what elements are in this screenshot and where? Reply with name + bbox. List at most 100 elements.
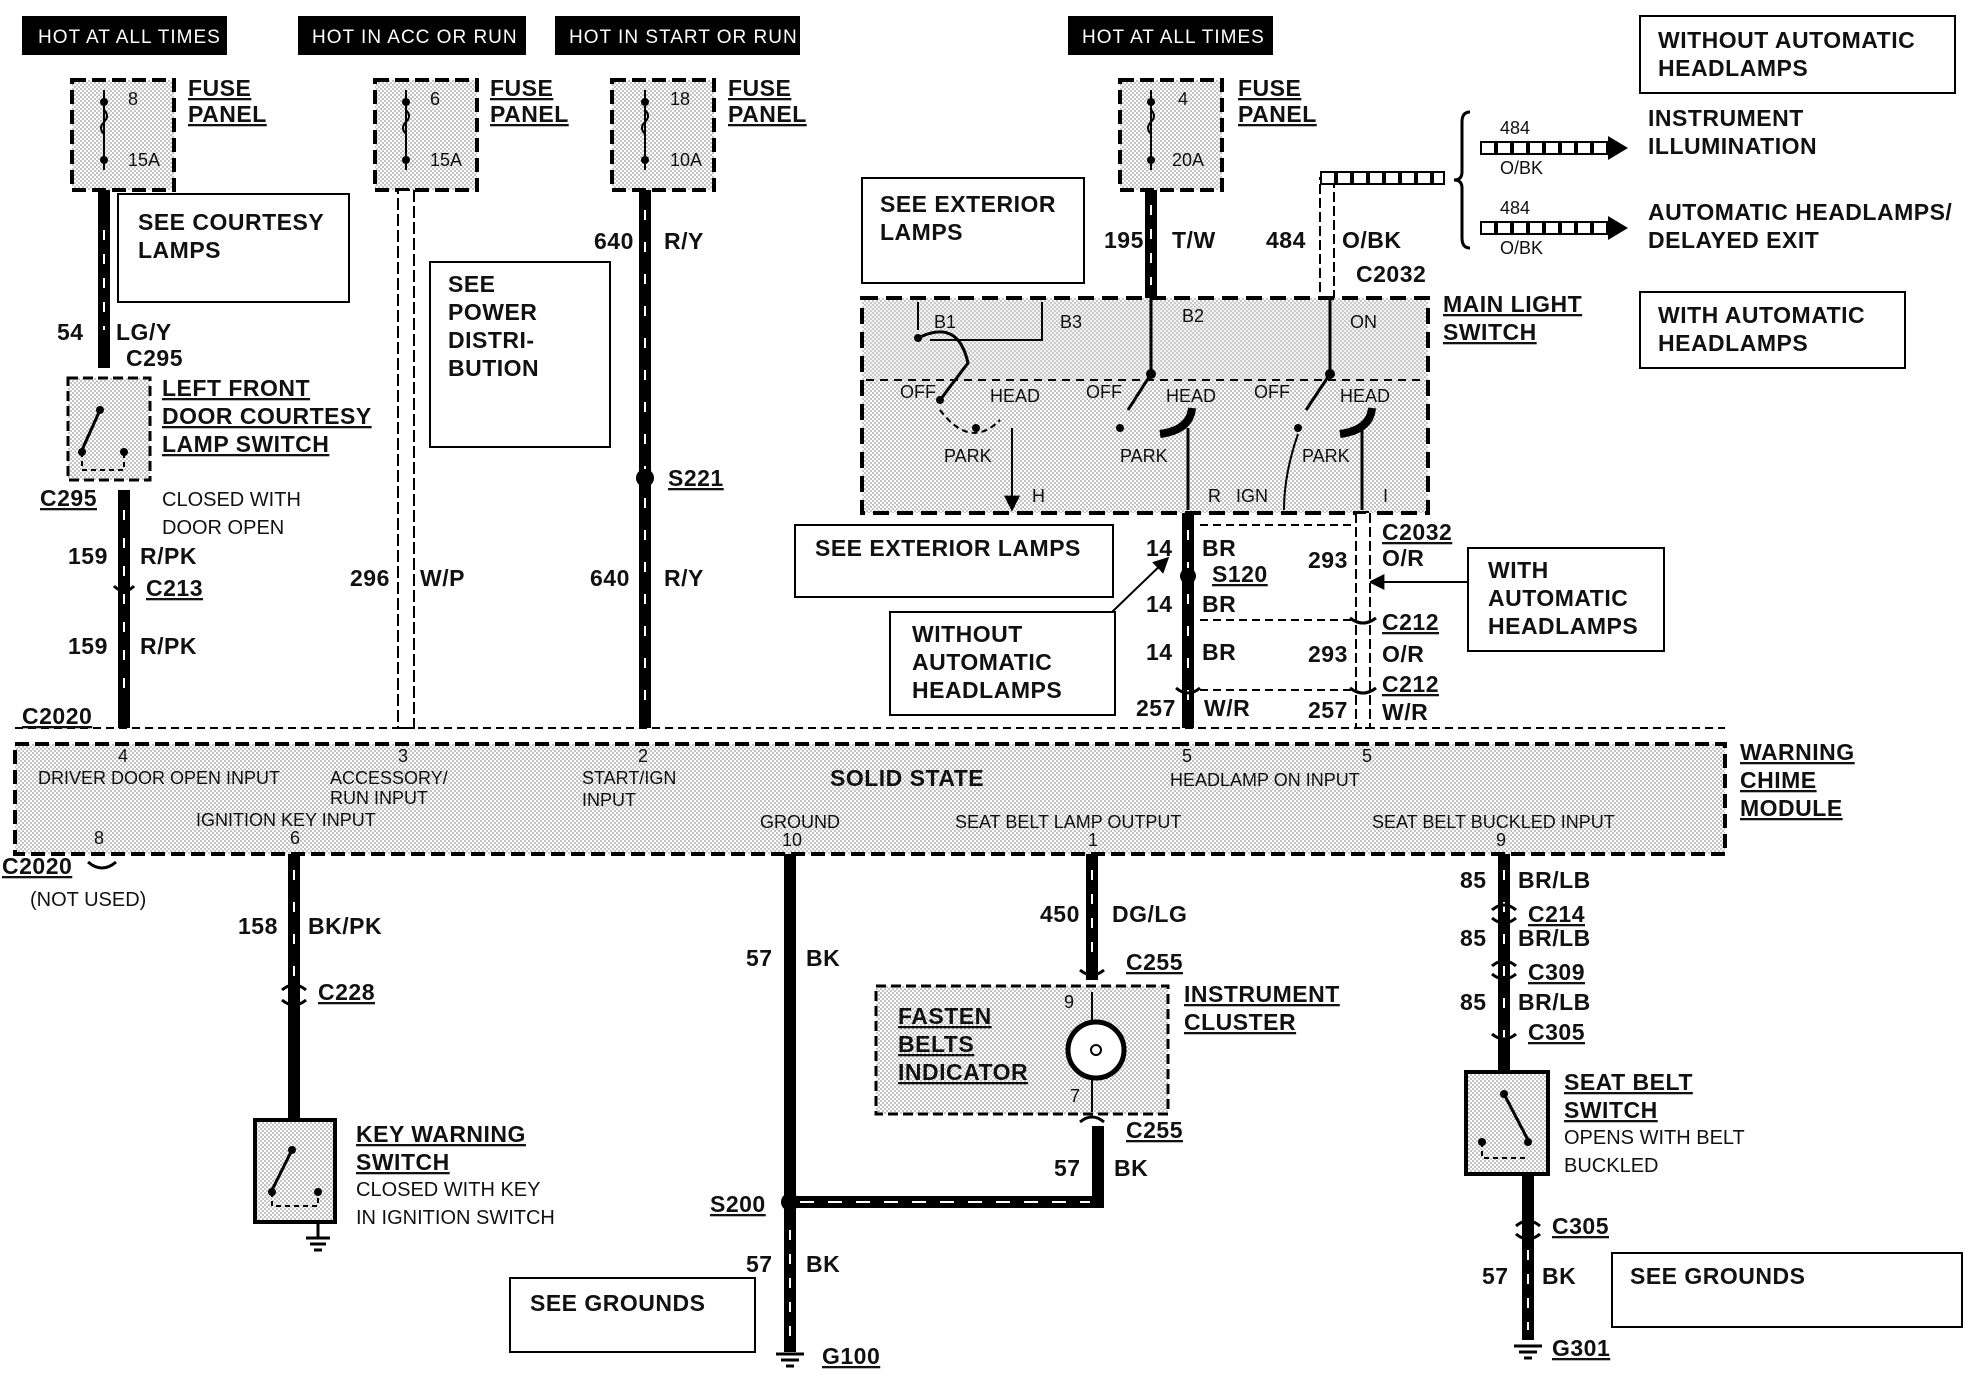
svg-text:GROUND: GROUND — [760, 812, 840, 832]
svg-text:ILLUMINATION: ILLUMINATION — [1648, 133, 1817, 159]
svg-text:ON: ON — [1350, 312, 1377, 332]
note-power-distribution: SEE POWER DISTRI- BUTION — [429, 261, 611, 448]
svg-text:57: 57 — [746, 945, 773, 971]
svg-text:484: 484 — [1500, 118, 1530, 138]
wire-484-branches: 484 O/BK 484 O/BK INSTRUMENT ILLUMINATIO… — [1480, 105, 1952, 258]
fuse-4: 4 20A FUSE PANEL — [1118, 75, 1317, 192]
svg-text:SWITCH: SWITCH — [1564, 1097, 1658, 1123]
svg-text:R/Y: R/Y — [664, 565, 704, 591]
svg-text:54: 54 — [57, 319, 84, 345]
svg-text:14: 14 — [1146, 639, 1173, 665]
svg-text:HEADLAMP ON INPUT: HEADLAMP ON INPUT — [1170, 770, 1360, 790]
svg-text:BUTION: BUTION — [448, 355, 539, 381]
svg-text:BK: BK — [806, 1251, 840, 1277]
svg-text:8: 8 — [128, 89, 138, 109]
svg-text:R/Y: R/Y — [664, 228, 704, 254]
svg-text:6: 6 — [430, 89, 440, 109]
svg-text:SEE GROUNDS: SEE GROUNDS — [1630, 1263, 1805, 1289]
svg-text:INSTRUMENT: INSTRUMENT — [1648, 105, 1804, 131]
svg-text:BR/LB: BR/LB — [1518, 867, 1591, 893]
svg-text:DOOR COURTESY: DOOR COURTESY — [162, 403, 372, 429]
svg-text:CLOSED WITH KEY: CLOSED WITH KEY — [356, 1179, 540, 1201]
svg-text:HEADLAMPS: HEADLAMPS — [1488, 613, 1638, 639]
svg-text:HOT AT ALL TIMES: HOT AT ALL TIMES — [1082, 27, 1265, 48]
wire-seatbelt-ground: C305 57 BK G301 — [1482, 1174, 1610, 1361]
svg-text:PANEL: PANEL — [1238, 101, 1317, 127]
wire-key-warning: 158 BK/PK C228 — [238, 854, 382, 1120]
svg-text:C2020: C2020 — [2, 853, 72, 879]
svg-text:O/BK: O/BK — [1342, 227, 1402, 253]
svg-text:FUSE: FUSE — [1238, 75, 1301, 101]
svg-text:B1: B1 — [934, 312, 956, 332]
svg-text:C255: C255 — [1126, 1117, 1183, 1143]
svg-text:8: 8 — [94, 828, 104, 848]
svg-text:FUSE: FUSE — [490, 75, 553, 101]
svg-text:FUSE: FUSE — [188, 75, 251, 101]
svg-text:FUSE: FUSE — [728, 75, 791, 101]
svg-text:WITHOUT AUTOMATIC: WITHOUT AUTOMATIC — [1658, 27, 1915, 53]
svg-text:B3: B3 — [1060, 312, 1082, 332]
svg-text:C295: C295 — [40, 485, 97, 511]
svg-text:C305: C305 — [1528, 1019, 1585, 1045]
svg-text:10A: 10A — [670, 150, 702, 170]
svg-text:SEE GROUNDS: SEE GROUNDS — [530, 1290, 705, 1316]
svg-text:20A: 20A — [1172, 150, 1204, 170]
svg-text:C2020: C2020 — [22, 703, 92, 729]
svg-text:293: 293 — [1308, 641, 1348, 667]
svg-text:293: 293 — [1308, 547, 1348, 573]
note-without-auto-top: WITHOUT AUTOMATIC HEADLAMPS — [1639, 15, 1956, 94]
svg-text:O/BK: O/BK — [1500, 238, 1543, 258]
svg-text:R/PK: R/PK — [140, 633, 197, 659]
wire-column-start: 640 R/Y S221 640 R/Y — [590, 190, 724, 728]
svg-text:C212: C212 — [1382, 609, 1439, 635]
svg-text:BUCKLED: BUCKLED — [1564, 1155, 1658, 1177]
power-header-2: HOT IN ACC OR RUN — [298, 16, 526, 55]
svg-text:SEAT BELT BUCKLED INPUT: SEAT BELT BUCKLED INPUT — [1372, 812, 1615, 832]
svg-text:5: 5 — [1182, 746, 1192, 766]
svg-text:SEAT BELT: SEAT BELT — [1564, 1069, 1693, 1095]
svg-text:HEADLAMPS: HEADLAMPS — [1658, 330, 1808, 356]
svg-text:SWITCH: SWITCH — [1443, 319, 1537, 345]
svg-text:85: 85 — [1460, 925, 1487, 951]
svg-text:CLUSTER: CLUSTER — [1184, 1009, 1296, 1035]
svg-text:C305: C305 — [1552, 1213, 1609, 1239]
svg-text:1: 1 — [1088, 830, 1098, 850]
svg-text:S221: S221 — [668, 465, 724, 491]
svg-text:640: 640 — [594, 228, 634, 254]
svg-text:POWER: POWER — [448, 299, 537, 325]
svg-text:I: I — [1383, 486, 1388, 506]
svg-text:DG/LG: DG/LG — [1112, 901, 1187, 927]
svg-text:14: 14 — [1146, 535, 1173, 561]
svg-text:INDICATOR: INDICATOR — [898, 1059, 1028, 1085]
wire-column-accessory: 296 W/P — [350, 189, 464, 729]
svg-text:5: 5 — [1362, 746, 1372, 766]
svg-text:H: H — [1032, 486, 1045, 506]
svg-text:BELTS: BELTS — [898, 1031, 974, 1057]
svg-text:C214: C214 — [1528, 901, 1585, 927]
svg-text:INPUT: INPUT — [582, 790, 636, 810]
svg-text:WITH AUTOMATIC: WITH AUTOMATIC — [1658, 302, 1865, 328]
power-header-1: HOT AT ALL TIMES — [22, 16, 227, 55]
svg-text:296: 296 — [350, 565, 390, 591]
svg-text:DRIVER DOOR OPEN INPUT: DRIVER DOOR OPEN INPUT — [38, 768, 280, 788]
svg-text:HEADLAMPS: HEADLAMPS — [912, 677, 1062, 703]
svg-text:MAIN LIGHT: MAIN LIGHT — [1443, 291, 1582, 317]
svg-text:85: 85 — [1460, 989, 1487, 1015]
svg-text:C255: C255 — [1126, 949, 1183, 975]
svg-text:OFF: OFF — [1086, 382, 1122, 402]
svg-text:HOT IN START OR RUN: HOT IN START OR RUN — [569, 27, 798, 48]
svg-text:ACCESSORY/: ACCESSORY/ — [330, 768, 448, 788]
note-with-auto-top: WITH AUTOMATIC HEADLAMPS — [1639, 291, 1906, 369]
svg-text:KEY WARNING: KEY WARNING — [356, 1121, 526, 1147]
svg-text:159: 159 — [68, 543, 108, 569]
svg-text:BR: BR — [1202, 591, 1236, 617]
door-courtesy-switch: LEFT FRONT DOOR COURTESY LAMP SWITCH C29… — [40, 375, 372, 539]
svg-text:CHIME: CHIME — [1740, 767, 1817, 793]
svg-text:RUN INPUT: RUN INPUT — [330, 788, 428, 808]
svg-text:57: 57 — [746, 1251, 773, 1277]
svg-text:G301: G301 — [1552, 1335, 1610, 1361]
wire-headlamp-br: 14 BR S120 14 BR 14 BR 257 W/R — [1136, 513, 1267, 728]
svg-text:640: 640 — [590, 565, 630, 591]
wire-cluster-ground: C255 57 BK — [1054, 1115, 1183, 1208]
